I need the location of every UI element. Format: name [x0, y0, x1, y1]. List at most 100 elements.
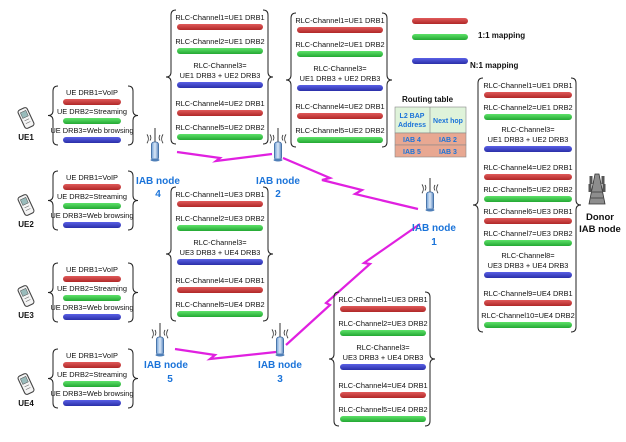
iab-node-label: IAB node [256, 176, 300, 187]
phone-key [25, 387, 31, 390]
ue-drb-label: UE DRB3=Web browsing [50, 211, 133, 220]
ue-drb-label: UE DRB1=VoIP [66, 88, 118, 97]
n-to-one-bar [484, 272, 572, 278]
one-to-one-bar [484, 300, 572, 306]
rlc-channel-label: RLC-Channel1=UE3 DRB1 [338, 295, 427, 304]
wave-arc [272, 134, 275, 141]
donor-antenna [589, 176, 593, 184]
link-iab2-iab1 [282, 156, 419, 211]
ue-drb-label: UE DRB2=Streaming [57, 284, 127, 293]
donor-antenna [602, 184, 606, 192]
one-to-one-bar [63, 184, 121, 190]
rlc-channel-label: RLC-Channel6=UE3 DRB1 [483, 207, 572, 216]
channel-group-brace [424, 291, 436, 427]
legend-one-to-one-label: 1:1 mapping [478, 31, 525, 40]
wireless-links [174, 150, 421, 361]
one-to-one-bar [177, 24, 263, 30]
rlc-channel-label: UE3 DRB3 + UE4 DRB3 [488, 261, 569, 270]
phone-key [25, 299, 31, 302]
n-to-one-bar [177, 82, 263, 88]
ue-group-brace [127, 348, 139, 409]
antenna-wave-icon [146, 134, 164, 144]
iab-node-number: 5 [167, 374, 173, 385]
wave-arc [421, 184, 424, 194]
antenna-wave-icon [269, 134, 287, 144]
wave-arc [158, 134, 161, 141]
iab-node-label: IAB node [136, 176, 180, 187]
one-to-one-bar [63, 276, 121, 282]
legend-red-bar [412, 18, 468, 24]
wave-arc [166, 329, 169, 339]
green-bar [484, 240, 572, 246]
channel-group-brace [285, 12, 297, 148]
iab-node-number: 3 [277, 374, 283, 385]
iab-node-iab3: IAB node 3 [258, 323, 302, 385]
rlc-channel-label: RLC-Channel1=UE1 DRB1 [483, 81, 572, 90]
tower-icon [274, 141, 282, 161]
rlc-channel-label: UE3 DRB3 + UE4 DRB3 [343, 353, 424, 362]
tower-icon [276, 336, 284, 356]
phone-icon [17, 107, 35, 129]
phone-key [24, 384, 30, 388]
n-to-one-bar [340, 364, 426, 370]
one-to-one-bar [484, 174, 572, 180]
rlc-channel-label: RLC-Channel5=UE2 DRB2 [483, 185, 572, 194]
one-to-one-bar [63, 99, 121, 105]
phone-body [17, 373, 35, 395]
green-bar [63, 203, 121, 209]
routing-table-cell: IAB 4 [403, 137, 421, 144]
rlc-channel-label: RLC-Channel3= [501, 125, 554, 134]
rlc-channel-label: RLC-Channel3= [193, 61, 246, 70]
ue-drb-label: UE DRB3=Web browsing [50, 126, 133, 135]
channel-group-brace [262, 9, 274, 145]
wave-arc [151, 329, 154, 339]
rlc-channel-label: RLC-Channel2=UE3 DRB2 [175, 214, 264, 223]
donor-antenna [588, 184, 592, 192]
rlc-channel-label: RLC-Channel3= [356, 343, 409, 352]
ue-label: UE2 [18, 220, 34, 229]
phone-key [24, 118, 30, 122]
tower-base [273, 158, 283, 162]
tower-icon [156, 336, 164, 356]
ue-group-brace [47, 348, 59, 409]
routing-table-cell: IAB 3 [439, 149, 457, 156]
tower-base [150, 158, 160, 162]
routing-table-row2-bg [394, 144, 467, 158]
channel-group-brace [165, 186, 177, 322]
green-bar [63, 118, 121, 124]
ue-label: UE1 [18, 133, 34, 142]
rlc-channel-label: RLC-Channel8= [501, 251, 554, 260]
phone-body [17, 194, 35, 216]
green-bar [177, 134, 263, 140]
rlc-channel-label: RLC-Channel5=UE4 DRB2 [175, 300, 264, 309]
green-bar [340, 330, 426, 336]
iab-node-label: IAB node [258, 360, 302, 371]
wave-arc [146, 134, 149, 144]
rlc-channel-label: RLC-Channel9=UE4 DRB1 [483, 289, 572, 298]
phone-key [25, 121, 31, 124]
wave-arc [271, 329, 274, 339]
rlc-channel-label: RLC-Channel3= [313, 64, 366, 73]
phone-screen [19, 288, 29, 297]
green-bar [177, 311, 263, 317]
channel-group-brace [262, 186, 274, 322]
wave-arc [163, 329, 166, 336]
phone-screen [19, 376, 29, 385]
phone-body [17, 285, 35, 307]
routing-table-title: Routing table [402, 95, 454, 104]
green-bar [484, 196, 572, 202]
phone-screen [19, 110, 29, 119]
one-to-one-bar [177, 287, 263, 293]
rlc-channel-label: RLC-Channel5=UE2 DRB2 [175, 123, 264, 132]
ue-drb-label: UE DRB2=Streaming [57, 192, 127, 201]
antenna-wave-icon [421, 184, 439, 194]
green-bar [177, 48, 263, 54]
